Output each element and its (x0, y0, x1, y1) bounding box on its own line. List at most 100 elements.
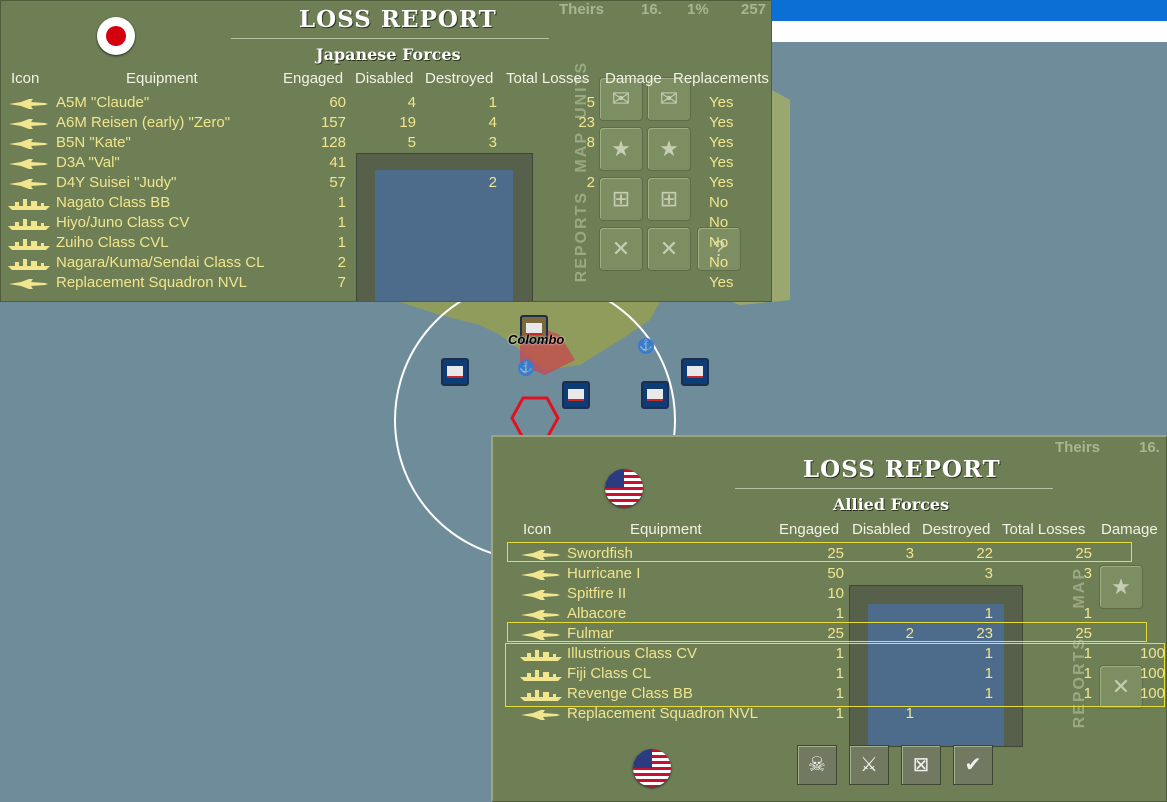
cell-total: 25 (1075, 625, 1092, 642)
title-divider (735, 488, 1053, 489)
aircraft-icon (519, 708, 561, 726)
ghost-battle-button[interactable]: ✕ (599, 227, 643, 271)
column-header-icon[interactable]: Icon (523, 521, 552, 538)
column-header-total-losses[interactable]: Total Losses (1002, 521, 1086, 538)
top-stat-count: 16. (641, 1, 662, 18)
window-menu-bar (772, 21, 1167, 42)
minimap-frame[interactable] (356, 153, 533, 301)
column-header-disabled[interactable]: Disabled (852, 521, 911, 538)
airbase-marker[interactable] (520, 315, 548, 343)
cell-name[interactable]: D4Y Suisei "Judy" (56, 174, 177, 191)
crossed-swords-button[interactable]: ⚔ (849, 745, 889, 785)
cell-name[interactable]: Fiji Class CL (567, 665, 652, 682)
cell-name[interactable]: Spitfire II (567, 585, 627, 602)
cell-total: 8 (586, 134, 595, 151)
cell-total: 1 (1083, 645, 1092, 662)
cell-total: 1 (1083, 685, 1092, 702)
cell-destroyed: 3 (984, 565, 993, 582)
column-header-damage[interactable]: Damage (605, 70, 662, 87)
cell-name[interactable]: Fulmar (567, 625, 614, 642)
ghost-battle-button[interactable]: ✕ (1099, 665, 1143, 709)
ghost-star-button[interactable]: ★ (647, 127, 691, 171)
report-subtitle: Allied Forces (833, 495, 950, 514)
aircraft-icon (7, 157, 49, 175)
cell-name[interactable]: D3A "Val" (56, 154, 120, 171)
cell-name[interactable]: Zuiho Class CVL (56, 234, 169, 251)
cell-engaged: 1 (835, 685, 844, 702)
cell-repl: Yes (709, 114, 734, 131)
cell-engaged: 60 (329, 94, 346, 111)
naval-unit-marker[interactable] (681, 358, 709, 386)
cell-disabled: 4 (407, 94, 416, 111)
cell-name[interactable]: Swordfish (567, 545, 633, 562)
cell-repl: No (709, 254, 729, 271)
cell-name[interactable]: Albacore (567, 605, 627, 622)
allied-stat-side: Theirs (1055, 439, 1101, 456)
aircraft-icon (7, 117, 49, 135)
window-title-bar (772, 0, 1167, 21)
cell-name[interactable]: Nagara/Kuma/Sendai Class CL (56, 254, 265, 271)
cell-engaged: 25 (827, 545, 844, 562)
aircraft-icon (519, 628, 561, 646)
ghost-battle-button[interactable]: ✕ (647, 227, 691, 271)
cell-name[interactable]: Hiyo/Juno Class CV (56, 214, 190, 231)
cell-total: 23 (578, 114, 595, 131)
column-header-destroyed[interactable]: Destroyed (425, 70, 494, 87)
cell-name[interactable]: Replacement Squadron NVL (56, 274, 247, 291)
cell-name[interactable]: Revenge Class BB (567, 685, 693, 702)
port-anchor-icon: ⚓ (638, 338, 654, 354)
cell-total: 1 (1083, 665, 1092, 682)
ghost-star-button[interactable]: ★ (599, 127, 643, 171)
ghost-star-button[interactable]: ★ (1099, 565, 1143, 609)
cell-name[interactable]: A6M Reisen (early) "Zero" (56, 114, 231, 131)
cell-name[interactable]: Nagato Class BB (56, 194, 171, 211)
aircraft-icon (519, 568, 561, 586)
ghost-orgchart-button[interactable]: ⊞ (647, 177, 691, 221)
column-header-engaged[interactable]: Engaged (283, 70, 344, 87)
us-flag-icon (605, 469, 643, 507)
cell-engaged: 10 (827, 585, 844, 602)
cell-name[interactable]: Hurricane I (567, 565, 641, 582)
cell-name[interactable]: B5N "Kate" (56, 134, 131, 151)
cell-engaged: 25 (827, 625, 844, 642)
cell-disabled: 2 (905, 625, 914, 642)
column-header-engaged[interactable]: Engaged (779, 521, 840, 538)
cell-name[interactable]: A5M "Claude" (56, 94, 150, 111)
column-header-equipment[interactable]: Equipment (630, 521, 702, 538)
naval-unit-marker[interactable] (441, 358, 469, 386)
column-header-destroyed[interactable]: Destroyed (922, 521, 991, 538)
warship-icon (7, 237, 51, 256)
map-city-label: Colombo (508, 332, 565, 347)
column-header-equipment[interactable]: Equipment (126, 70, 198, 87)
cell-disabled: 3 (905, 545, 914, 562)
ghost-envelope-button[interactable]: ✉ (599, 77, 643, 121)
cell-engaged: 1 (835, 605, 844, 622)
cell-total: 2 (586, 174, 595, 191)
cell-name[interactable]: Illustrious Class CV (567, 645, 698, 662)
cell-total: 5 (586, 94, 595, 111)
highlight-fulmar (507, 622, 1147, 642)
skull-sword-button[interactable]: ☠ (797, 745, 837, 785)
japanese-loss-report-panel: Theirs 16. 1% 257 LOSS REPORT Japanese F… (0, 0, 772, 302)
naval-unit-marker[interactable] (562, 381, 590, 409)
column-header-disabled[interactable]: Disabled (355, 70, 414, 87)
ghost-info-button[interactable]: ? (697, 227, 741, 271)
naval-unit-marker[interactable] (641, 381, 669, 409)
cell-damage: 100 (1139, 685, 1165, 702)
us-flag-icon (633, 749, 671, 787)
battle-map-button[interactable]: ⊠ (901, 745, 941, 785)
ghost-envelope-button[interactable]: ✉ (647, 77, 691, 121)
ghost-orgchart-button[interactable]: ⊞ (599, 177, 643, 221)
cell-destroyed: 1 (488, 94, 497, 111)
confirm-checkmark-button[interactable]: ✔ (953, 745, 993, 785)
column-header-icon[interactable]: Icon (11, 70, 40, 87)
column-header-replacements[interactable]: Replacements (673, 70, 769, 87)
aircraft-icon (519, 588, 561, 606)
column-header-total-losses[interactable]: Total Losses (506, 70, 590, 87)
tab-reports[interactable]: REPORTS (573, 191, 590, 283)
minimap-frame[interactable] (849, 585, 1023, 747)
cell-name[interactable]: Replacement Squadron NVL (567, 705, 758, 722)
column-header-damage[interactable]: Damage (1101, 521, 1158, 538)
aircraft-icon (519, 548, 561, 566)
cell-engaged: 128 (320, 134, 346, 151)
